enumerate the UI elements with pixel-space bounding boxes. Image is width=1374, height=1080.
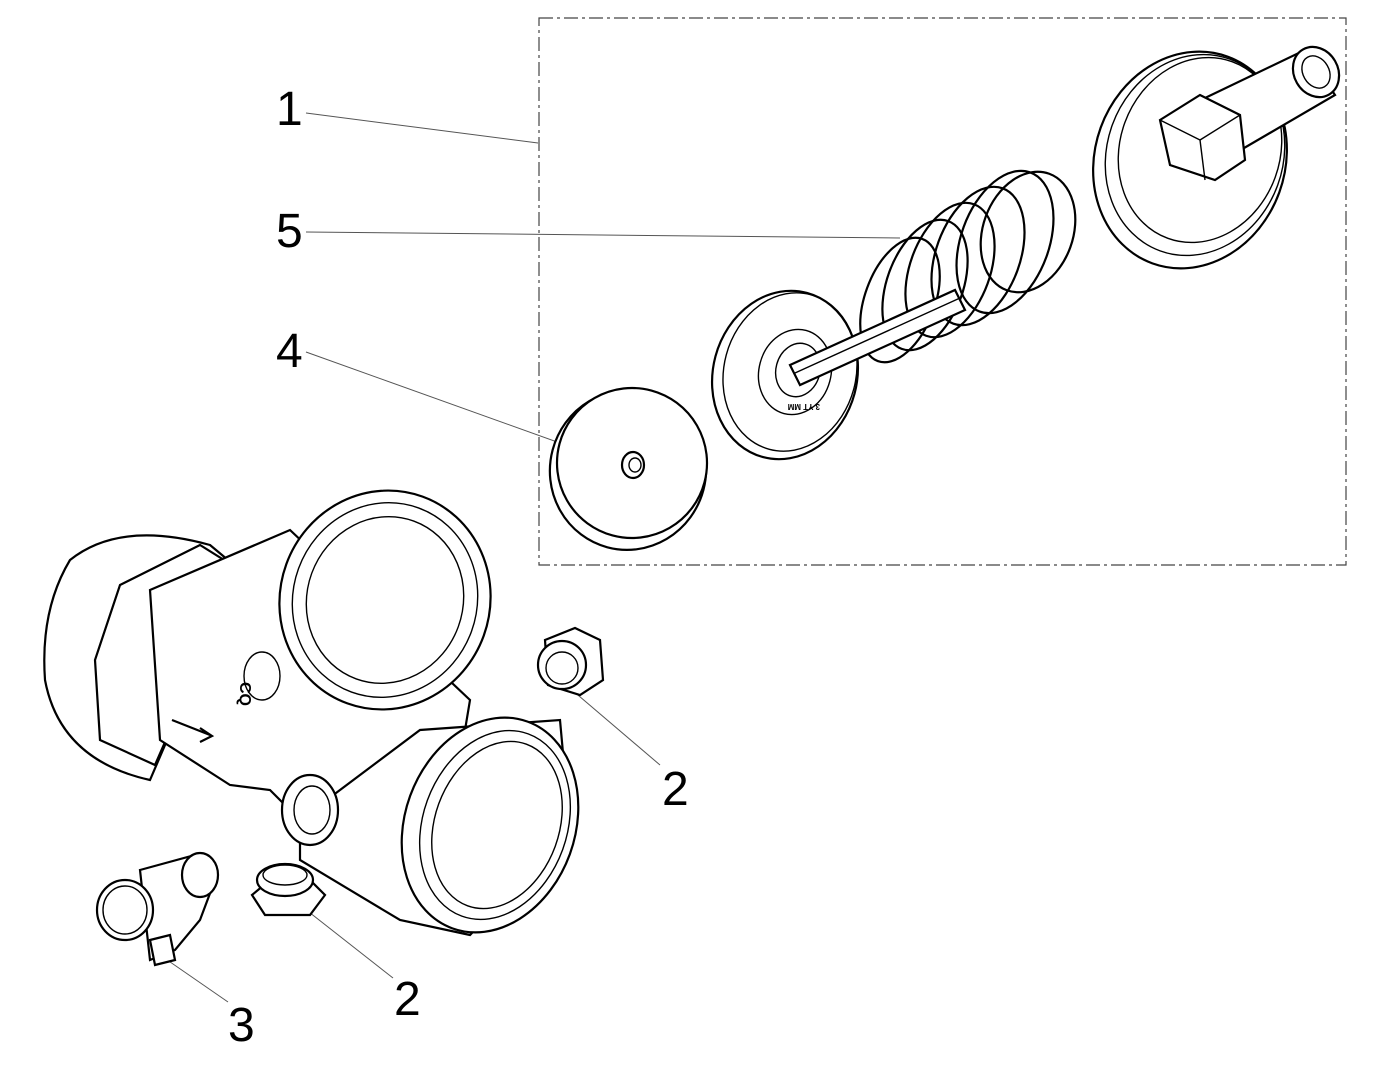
callout-2-bottom: 2 — [394, 973, 421, 1026]
disc-marking: 3 YT MM — [787, 402, 820, 411]
valve-cap-with-stem — [1092, 45, 1341, 270]
callout-5: 5 — [276, 205, 303, 258]
spring — [859, 169, 1077, 364]
callout-3: 3 — [228, 999, 255, 1052]
manufacturer-logo — [243, 651, 281, 701]
plug-right — [536, 626, 605, 697]
callout-4: 4 — [276, 325, 303, 378]
valve-disc-with-stem: 3 YT MM — [710, 288, 967, 461]
body-marking: CQ — [236, 682, 253, 706]
plug-bottom — [250, 862, 327, 917]
gasket-disc — [548, 386, 709, 551]
callout-1: 1 — [276, 83, 303, 136]
valve-body: CQ — [43, 489, 580, 937]
callout-2-right: 2 — [662, 763, 689, 816]
assembly-group-box — [538, 17, 1347, 566]
leader-lines — [159, 112, 901, 1003]
air-vent-valve — [95, 851, 220, 967]
